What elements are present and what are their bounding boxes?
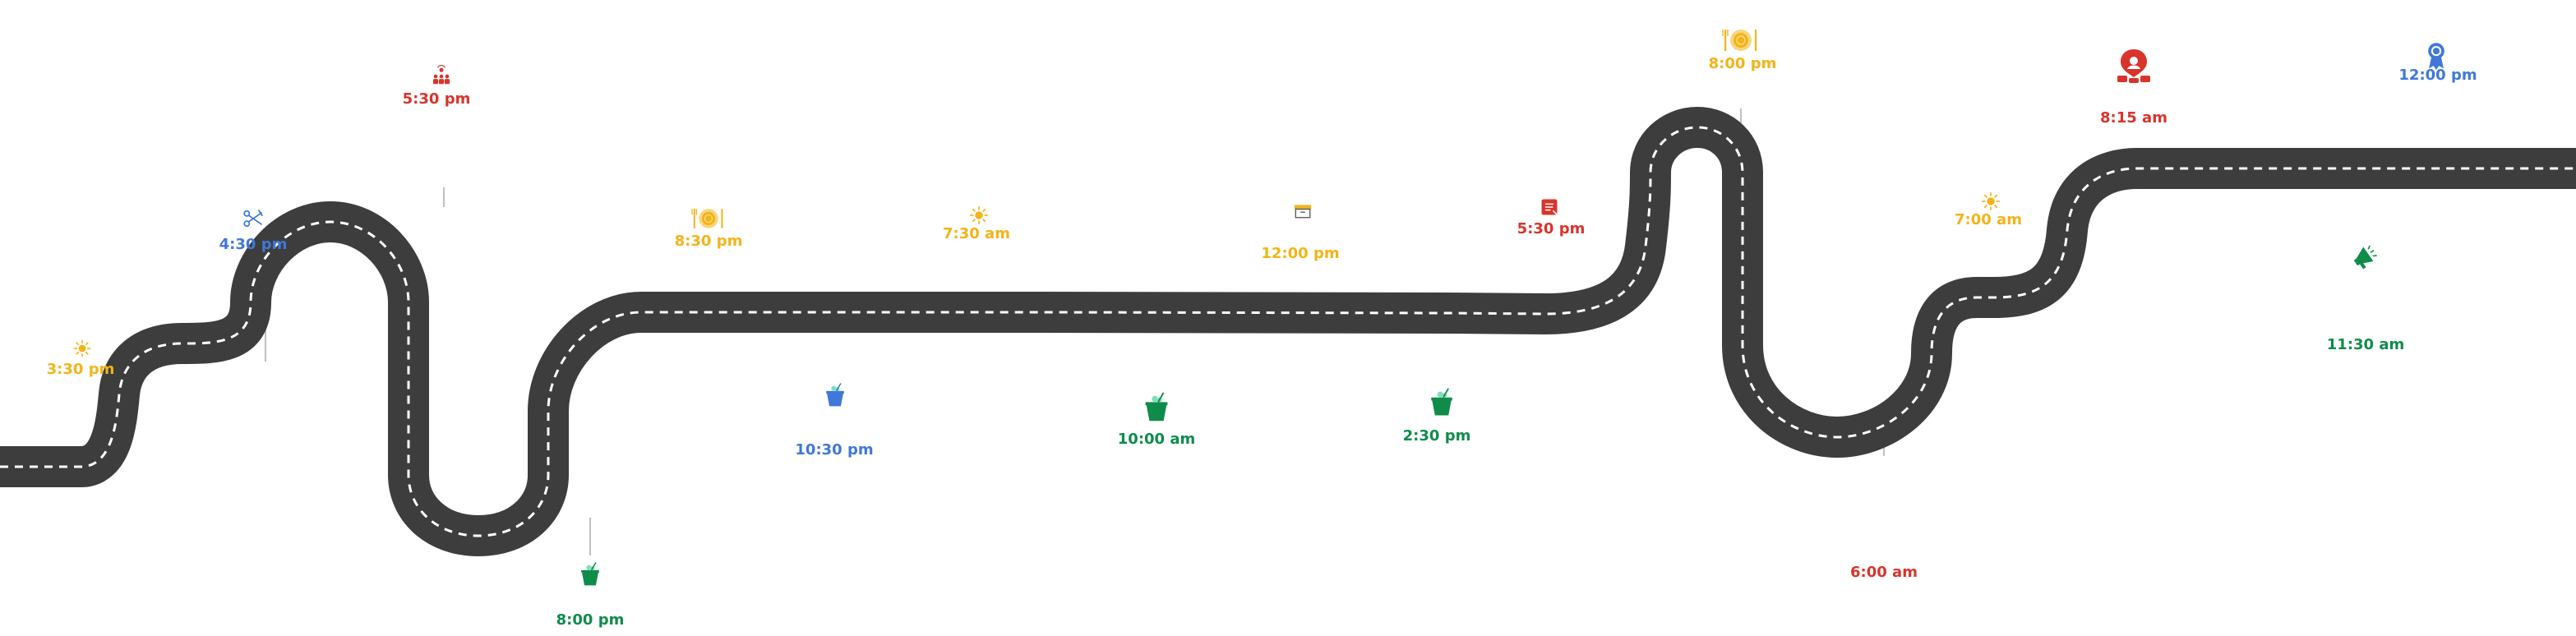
milestone-time-label: 10:00 am: [1117, 431, 1196, 448]
dinner-plate-icon: [691, 202, 725, 235]
milestone-time-label: 10:30 pm: [795, 441, 874, 459]
sun-icon: [966, 202, 992, 228]
road-center-dashes: [0, 126, 2576, 537]
milestone-time-label: 11:30 am: [2326, 336, 2405, 353]
milestone-time-label: 8:30 pm: [674, 233, 743, 250]
road-surface: [0, 107, 2576, 556]
milestone-time-label: 8:15 am: [2100, 109, 2167, 127]
milestone-time-label: 3:30 pm: [46, 361, 115, 378]
user-pin-icon: [2116, 48, 2152, 84]
box-icon: [1290, 197, 1316, 224]
sun-icon: [70, 336, 95, 361]
milestone-time-label: 6:00 am: [1850, 564, 1918, 581]
milestone-time-label: 7:00 am: [1955, 211, 2022, 228]
milestone-time-label: 4:30 pm: [219, 236, 288, 253]
note-icon: [1536, 194, 1563, 220]
milestone-time-label: 2:30 pm: [1402, 427, 1471, 445]
milestone-time-label: 12:00 pm: [2398, 67, 2477, 84]
milestone-time-label: 5:30 pm: [402, 90, 471, 108]
milestone-time-label: 12:00 pm: [1261, 245, 1340, 262]
milestone-time-label: 5:30 pm: [1517, 220, 1586, 237]
cup-icon: [1139, 391, 1174, 426]
award-ribbon-icon: [2421, 40, 2451, 70]
shears-icon: [239, 205, 267, 233]
megaphone-icon: [2349, 242, 2379, 272]
cup-icon: [576, 561, 604, 589]
dinner-plate-icon: [1722, 22, 1759, 58]
cup-icon: [821, 382, 849, 410]
milestone-time-label: 8:00 pm: [1708, 55, 1777, 72]
milestone-time-label: 7:30 am: [943, 225, 1010, 242]
milestone-time-label: 8:00 pm: [556, 611, 625, 629]
team-icon: [427, 62, 455, 90]
cup-icon: [1425, 387, 1458, 420]
sun-icon: [1978, 188, 2004, 214]
